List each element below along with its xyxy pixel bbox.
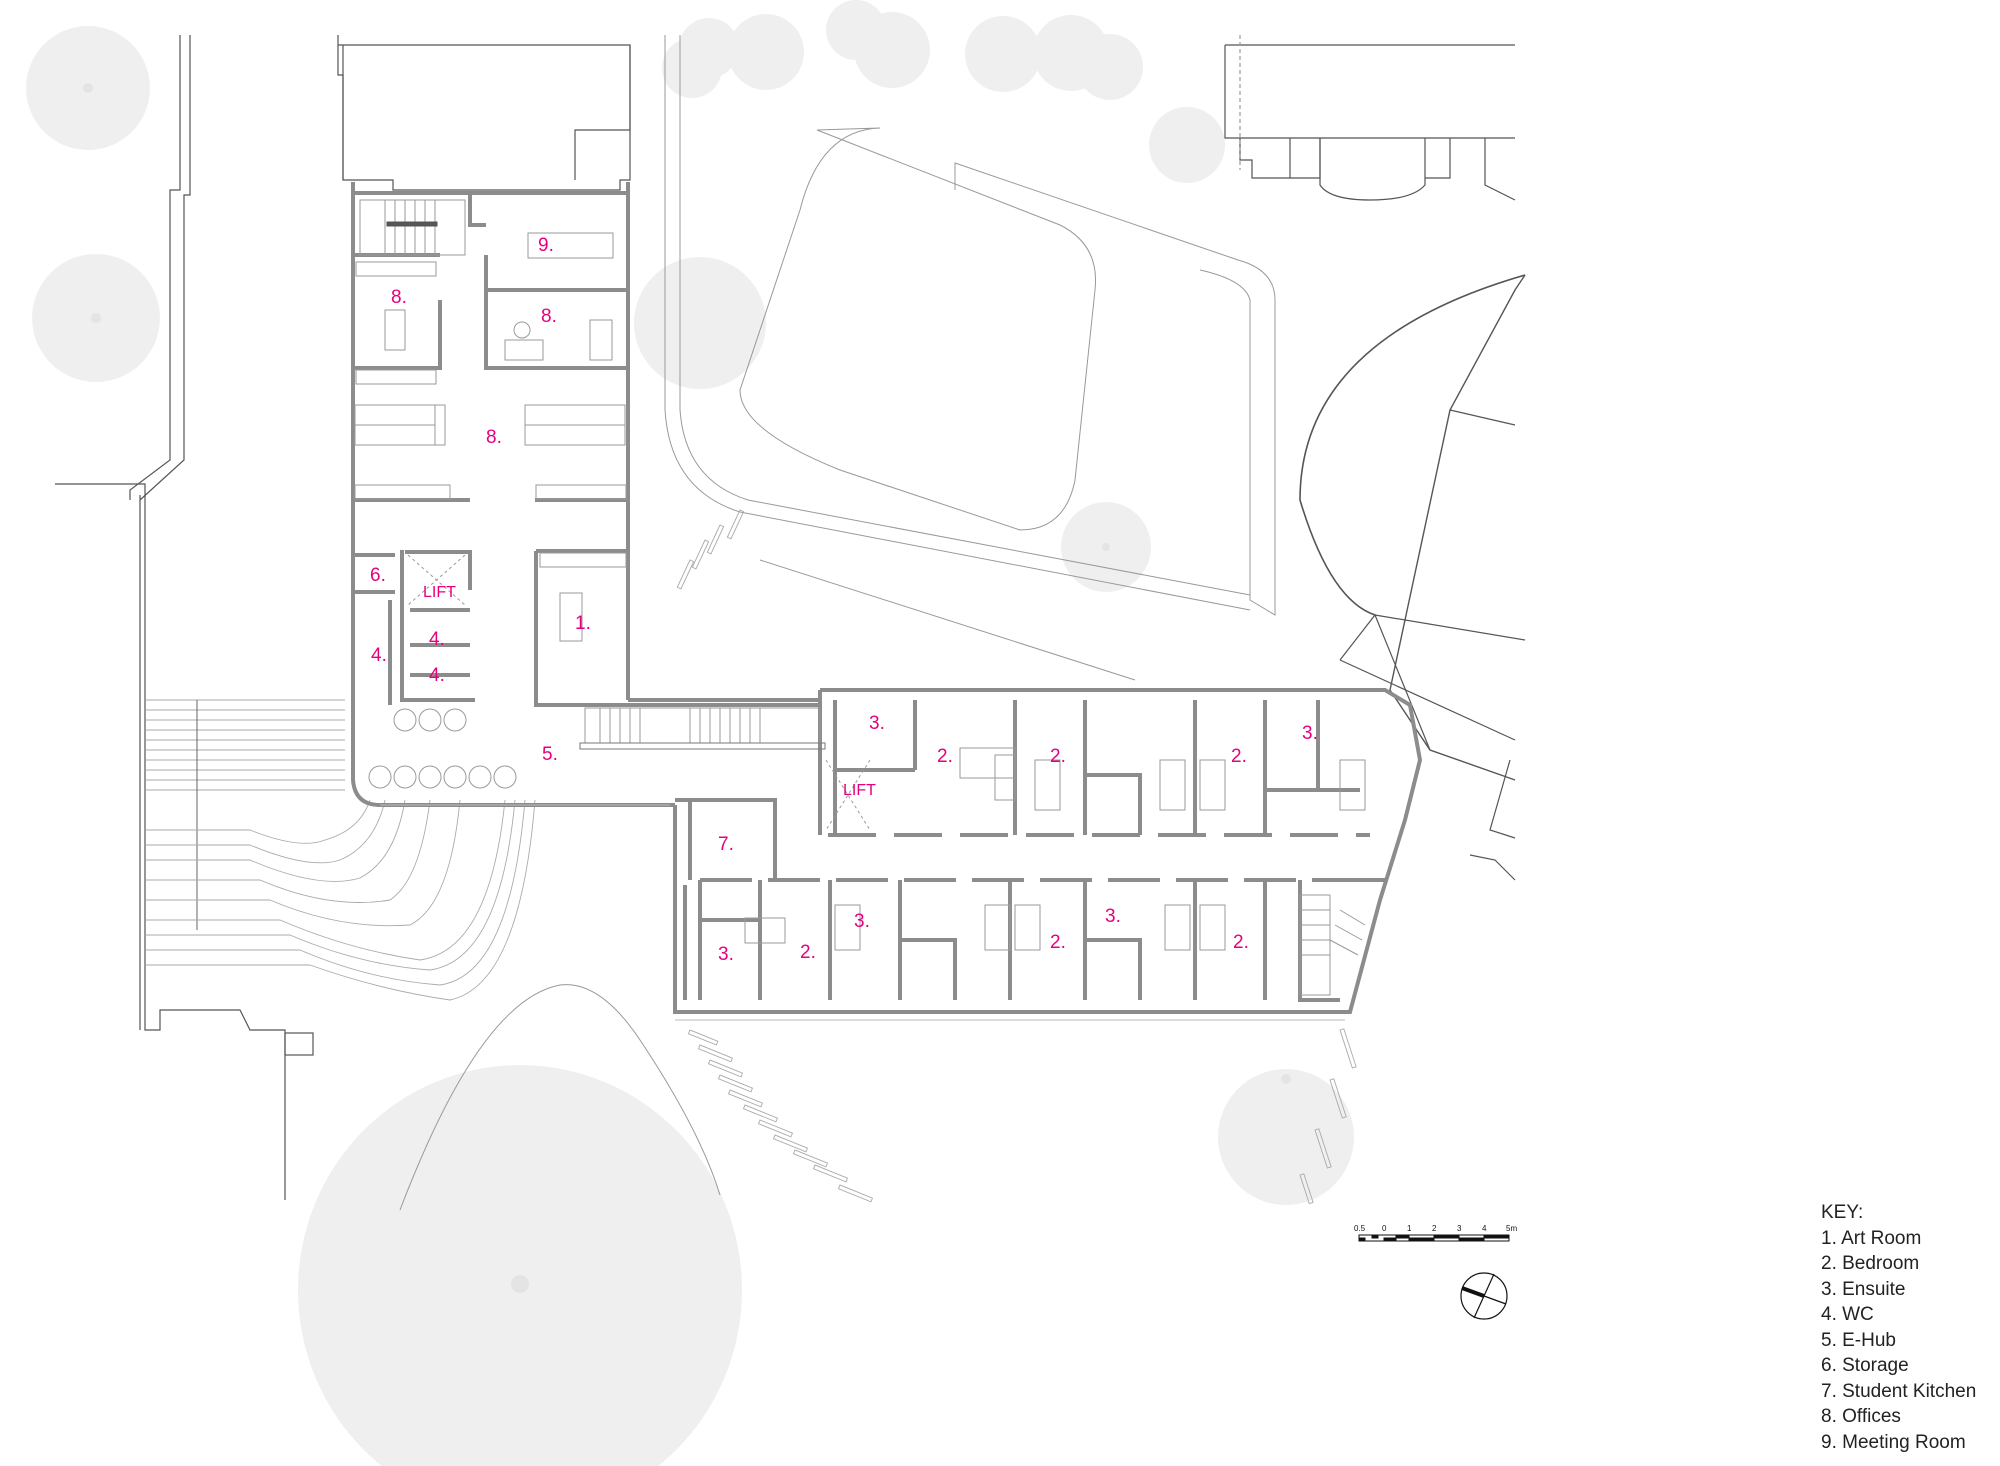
room-label-student-kitchen: 7. [718,834,734,855]
legend-item-wc: 4. WC [1821,1304,1874,1325]
room-label-offices: 8. [486,427,502,448]
legend-item-offices: 8. Offices [1821,1406,1901,1427]
room-label-ensuite: 3. [1105,906,1121,927]
room-label-wc: 4. [429,665,445,686]
legend-item-storage: 6. Storage [1821,1355,1909,1376]
room-label-art-room: 1. [575,613,591,634]
room-label-e-hub: 5. [542,744,558,765]
furniture-and-fixtures [354,199,1366,1021]
scale-label: 3 [1457,1224,1462,1233]
room-label-wc: 4. [371,645,387,666]
building-walls [351,182,1423,1014]
room-label-meeting-room: 9. [538,235,554,256]
scale-label: 0.5 [1354,1224,1366,1233]
site-context [55,35,1526,1211]
room-label-lift: LIFT [843,782,876,799]
legend-item-meeting-room: 9. Meeting Room [1821,1431,1966,1453]
room-label-bedroom: 2. [1050,932,1066,953]
room-label-bedroom: 2. [800,942,816,963]
scale-bar [1358,1234,1510,1242]
scale-label: 1 [1407,1224,1412,1233]
legend-title: KEY: [1821,1202,1864,1223]
room-label-ensuite: 3. [718,944,734,965]
room-label-ensuite: 3. [869,713,885,734]
scale-label: 4 [1482,1224,1487,1233]
scale-label: 5m [1506,1224,1518,1233]
room-label-bedroom: 2. [1050,746,1066,767]
legend-key: KEY: 1. Art Room 2. Bedroom 3. Ensuite 4… [1821,1200,1976,1455]
legend-item-student-kitchen: 7. Student Kitchen [1821,1380,1977,1402]
legend-item-ensuite: 3. Ensuite [1821,1278,1906,1300]
room-label-offices: 8. [541,306,557,327]
room-label-storage: 6. [370,565,386,586]
room-label-ensuite: 3. [854,911,870,932]
room-label-bedroom: 2. [937,746,953,767]
trees [26,0,1354,1466]
scale-label: 0 [1382,1224,1387,1233]
room-label-bedroom: 2. [1233,932,1249,953]
scale-label: 2 [1432,1224,1437,1233]
legend-item-bedroom: 2. Bedroom [1821,1253,1920,1274]
room-label-ensuite: 3. [1302,723,1318,744]
legend-item-art-room: 1. Art Room [1821,1227,1922,1249]
legend-item-e-hub: 5. E-Hub [1821,1329,1896,1351]
room-label-bedroom: 2. [1231,746,1247,767]
room-label-lift: LIFT [423,584,456,601]
room-label-offices: 8. [391,287,407,308]
north-arrow-icon [1460,1272,1508,1320]
room-label-wc: 4. [429,629,445,650]
